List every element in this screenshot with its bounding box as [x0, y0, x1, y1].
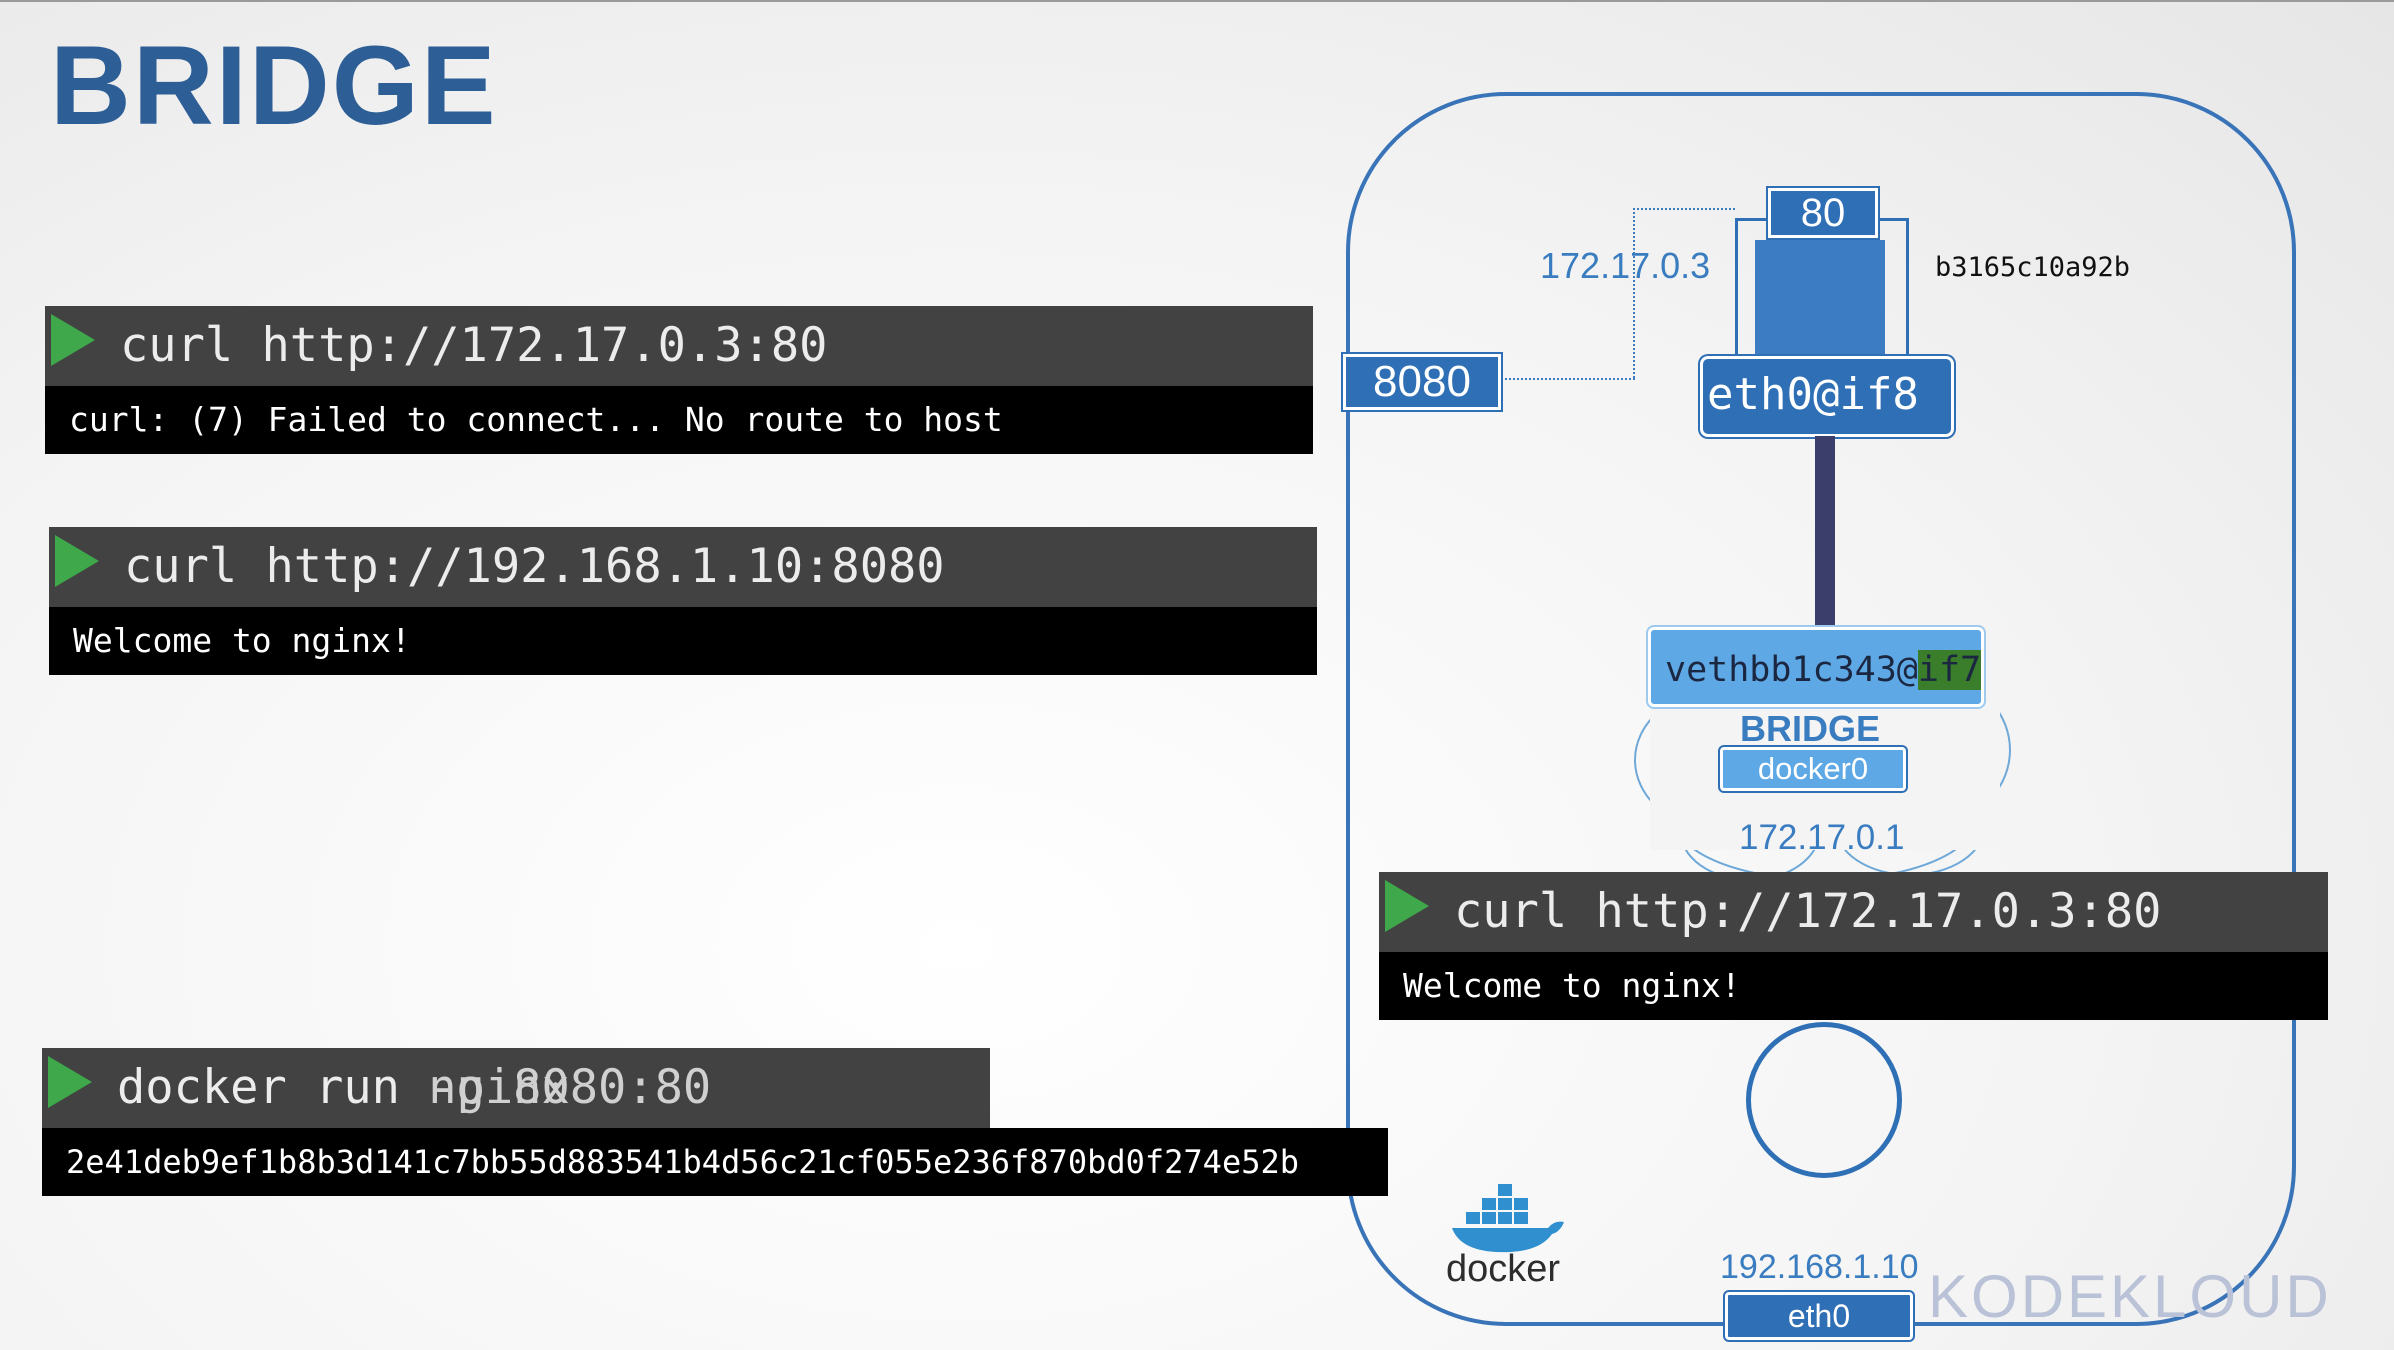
port-map-line-top — [1633, 208, 1735, 210]
bridge-label: BRIDGE — [1739, 708, 1880, 749]
terminal-4-output-bar: 2e41deb9ef1b8b3d141c7bb55d883541b4d56c21… — [42, 1128, 1388, 1196]
terminal-2-output-bar: Welcome to nginx! — [49, 607, 1317, 675]
docker-whale-icon — [1452, 1184, 1564, 1253]
host-interface-box: eth0 — [1725, 1292, 1913, 1340]
veth-box: vethbb1c343@if7 — [1648, 627, 1984, 707]
veth-link — [1815, 436, 1835, 628]
play-icon — [48, 1056, 92, 1108]
container-body — [1755, 240, 1885, 358]
top-rule — [0, 0, 2394, 2]
terminal-1-command: curl http://172.17.0.3:80 — [120, 318, 828, 373]
terminal-3-output: Welcome to nginx! — [1403, 966, 1741, 1005]
terminal-2-command-bar: curl http://192.168.1.10:8080 — [49, 527, 1317, 607]
terminal-4-command-bar: docker run nginx-p 8080:80 — [42, 1048, 990, 1128]
terminal-2-command: curl http://192.168.1.10:8080 — [124, 539, 945, 594]
terminal-4-command-overlay: nginx-p 8080:80 — [428, 1048, 748, 1115]
terminal-4: docker run nginx-p 8080:80 2e41deb9ef1b8… — [42, 1048, 1388, 1196]
veth-label-prefix: vethbb1c343@ — [1665, 650, 1918, 690]
container-interface-label: eth0@if8 — [1707, 369, 1919, 420]
terminal-1-output: curl: (7) Failed to connect... No route … — [69, 400, 1003, 439]
bridge-name-box: docker0 — [1720, 747, 1906, 791]
terminal-4-output: 2e41deb9ef1b8b3d141c7bb55d883541b4d56c21… — [66, 1143, 1299, 1181]
terminal-4-overlay-a: nginx — [428, 1060, 570, 1115]
slide-title: BRIDGE — [50, 23, 498, 148]
terminal-2: curl http://192.168.1.10:8080 Welcome to… — [49, 527, 1317, 675]
terminal-4-command: docker run — [117, 1060, 429, 1115]
namespace-circle — [1746, 1022, 1902, 1178]
host-ip-label: 192.168.1.10 — [1720, 1248, 1919, 1286]
terminal-1-command-bar: curl http://172.17.0.3:80 — [45, 306, 1313, 386]
container-id-label: b3165c10a92b — [1935, 252, 2131, 283]
play-icon — [55, 535, 99, 587]
port-map-line-bottom — [1500, 378, 1635, 380]
terminal-3-output-bar: Welcome to nginx! — [1379, 952, 2328, 1020]
veth-label: vethbb1c343@if7 — [1665, 650, 1982, 690]
terminal-1: curl http://172.17.0.3:80 curl: (7) Fail… — [45, 306, 1313, 454]
terminal-3: curl http://172.17.0.3:80 Welcome to ngi… — [1379, 872, 2328, 1020]
docker-logo-text: docker — [1446, 1248, 1561, 1290]
kodekloud-logo: KODEKLOUD — [1928, 1263, 2332, 1330]
terminal-2-output: Welcome to nginx! — [73, 621, 411, 660]
container-port-box: 80 — [1768, 188, 1878, 238]
terminal-4-overlay-b: -p 8080:80 — [428, 1060, 712, 1115]
terminal-3-command: curl http://172.17.0.3:80 — [1454, 884, 2162, 939]
terminal-3-command-bar: curl http://172.17.0.3:80 — [1379, 872, 2328, 952]
container-interface-box: eth0@if8 — [1700, 356, 1954, 437]
published-port-box: 8080 — [1343, 354, 1501, 410]
port-map-line-vertical — [1633, 208, 1635, 378]
play-icon — [1385, 880, 1429, 932]
veth-label-suffix: if7 — [1917, 650, 1982, 690]
bridge-ip-label: 172.17.0.1 — [1739, 818, 1905, 857]
container-ip-label: 172.17.0.3 — [1540, 245, 1711, 286]
terminal-1-output-bar: curl: (7) Failed to connect... No route … — [45, 386, 1313, 454]
play-icon — [51, 314, 95, 366]
